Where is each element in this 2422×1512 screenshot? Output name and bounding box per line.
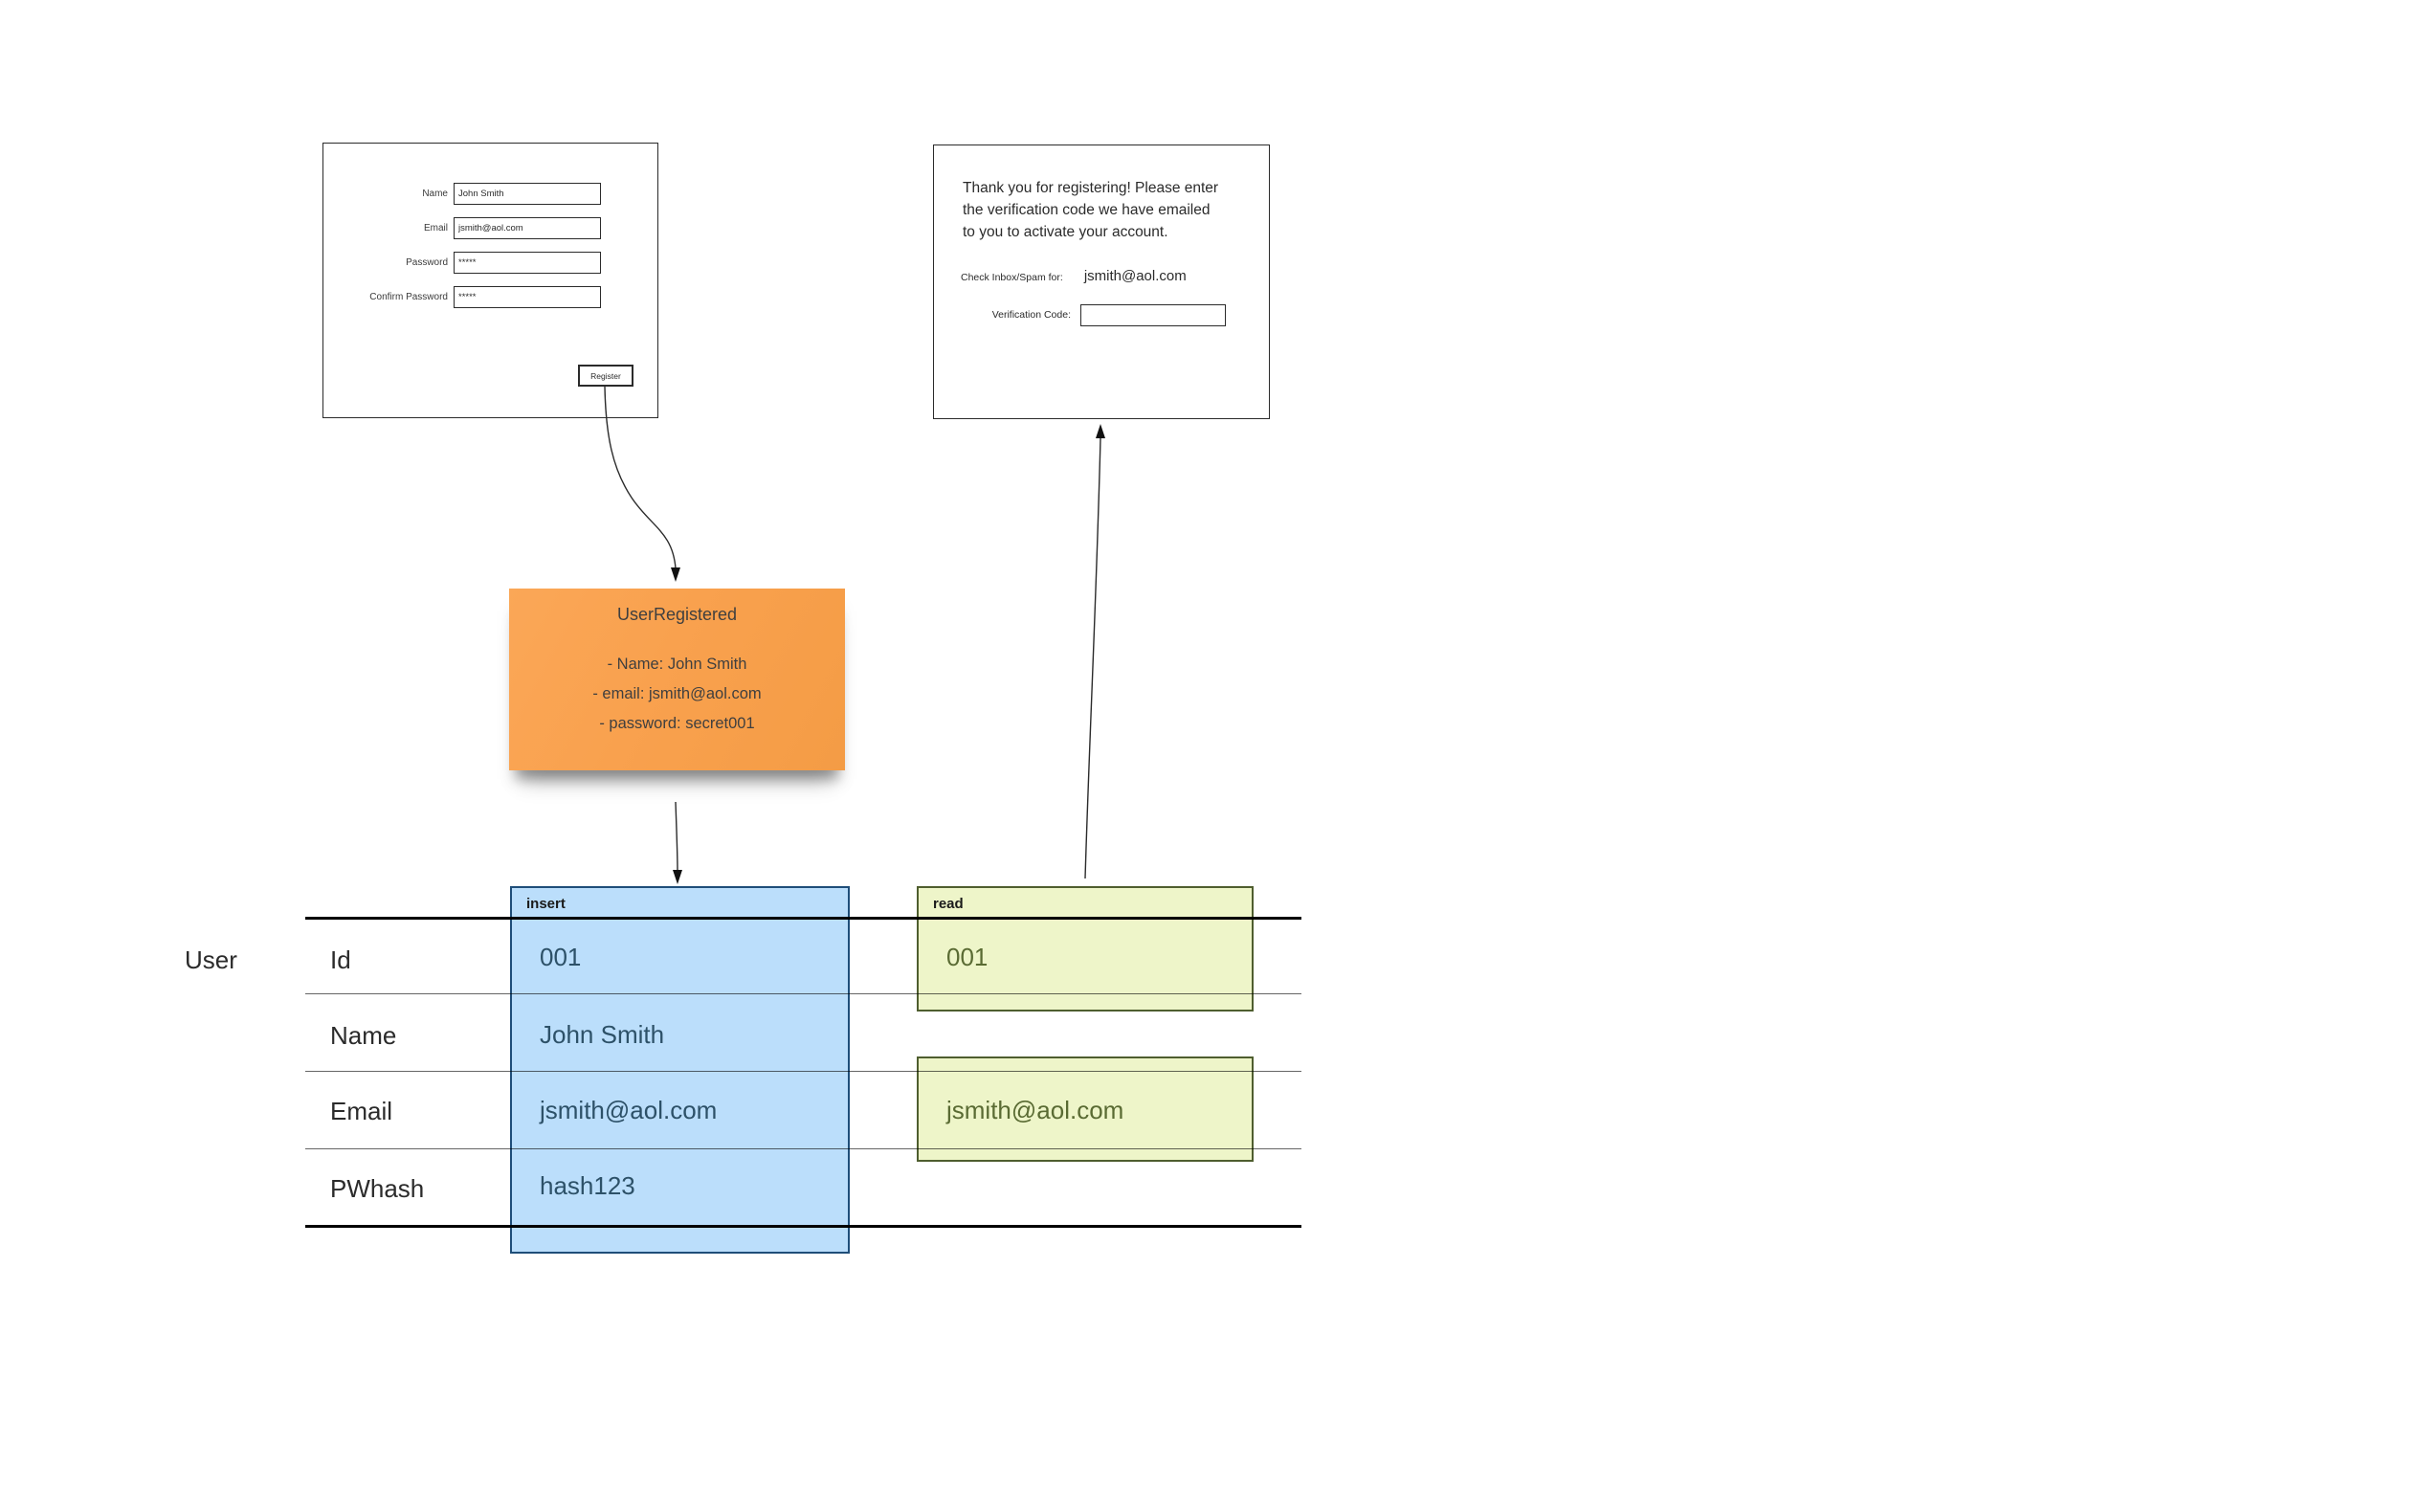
- insert-column-box: insert 001 John Smith jsmith@aol.com has…: [510, 886, 850, 1254]
- row-label-pwhash: PWhash: [330, 1174, 425, 1203]
- row-divider-id-name: [305, 993, 1301, 995]
- event-name-line: - Name: John Smith: [607, 656, 747, 673]
- verification-panel: Thank you for registering! Please enter …: [933, 145, 1270, 419]
- verification-message: Thank you for registering! Please enter …: [963, 177, 1218, 243]
- insert-id-value: 001: [540, 943, 582, 971]
- name-label: Name: [422, 189, 448, 199]
- password-input[interactable]: [454, 252, 601, 274]
- row-divider-email-pwhash: [305, 1148, 1301, 1150]
- read-email-box: jsmith@aol.com: [917, 1056, 1254, 1162]
- form-row-email: Email: [323, 217, 601, 239]
- form-row-name: Name: [323, 183, 601, 205]
- read-column-header: read: [933, 896, 964, 912]
- form-row-password: Password: [323, 252, 601, 274]
- event-sticky-note: UserRegistered - Name: John Smith - emai…: [509, 589, 845, 770]
- event-detail-lines: - Name: John Smith - email: jsmith@aol.c…: [509, 650, 845, 739]
- password-label: Password: [406, 257, 448, 268]
- name-input[interactable]: [454, 183, 601, 205]
- arrowhead-event-to-insert: [673, 870, 682, 884]
- verification-code-label: Verification Code:: [991, 309, 1071, 321]
- arrow-read-to-verification: [1084, 437, 1101, 879]
- insert-column-header: insert: [526, 896, 566, 912]
- verification-message-line: to you to activate your account.: [963, 224, 1168, 240]
- insert-email-value: jsmith@aol.com: [540, 1096, 718, 1124]
- read-email-value: jsmith@aol.com: [946, 1096, 1124, 1124]
- check-inbox-row: Check Inbox/Spam for: jsmith@aol.com: [961, 268, 1187, 285]
- read-id-value: 001: [946, 943, 989, 971]
- entity-name: User: [185, 945, 237, 974]
- row-label-name: Name: [330, 1021, 397, 1050]
- row-divider-name-email: [305, 1071, 1301, 1073]
- email-input[interactable]: [454, 217, 601, 239]
- check-inbox-label: Check Inbox/Spam for:: [961, 272, 1063, 283]
- verification-message-line: Thank you for registering! Please enter: [963, 180, 1219, 196]
- row-label-id: Id: [330, 945, 351, 974]
- verification-code-input[interactable]: [1080, 304, 1226, 326]
- confirm-password-input[interactable]: [454, 286, 601, 308]
- registration-form: Name Email Password Confirm Password Reg…: [322, 143, 658, 418]
- email-label: Email: [423, 223, 448, 233]
- table-top-line: [305, 917, 1301, 920]
- event-email-line: - email: jsmith@aol.com: [592, 685, 762, 702]
- check-inbox-email: jsmith@aol.com: [1083, 268, 1187, 284]
- arrowhead-read-to-verification: [1096, 424, 1105, 438]
- event-password-line: - password: secret001: [599, 715, 755, 732]
- arrowhead-register-to-event: [671, 567, 680, 582]
- form-row-confirm-password: Confirm Password: [323, 286, 601, 308]
- row-label-email: Email: [330, 1097, 393, 1125]
- event-title: UserRegistered: [616, 605, 738, 624]
- register-button[interactable]: Register: [578, 365, 633, 387]
- table-bottom-line: [305, 1225, 1301, 1228]
- confirm-password-label: Confirm Password: [369, 292, 448, 302]
- insert-name-value: John Smith: [540, 1020, 665, 1049]
- insert-pwhash-value: hash123: [540, 1171, 635, 1200]
- verification-message-line: the verification code we have emailed: [963, 202, 1211, 218]
- read-id-box: read 001: [917, 886, 1254, 1012]
- arrow-event-to-insert: [675, 801, 678, 872]
